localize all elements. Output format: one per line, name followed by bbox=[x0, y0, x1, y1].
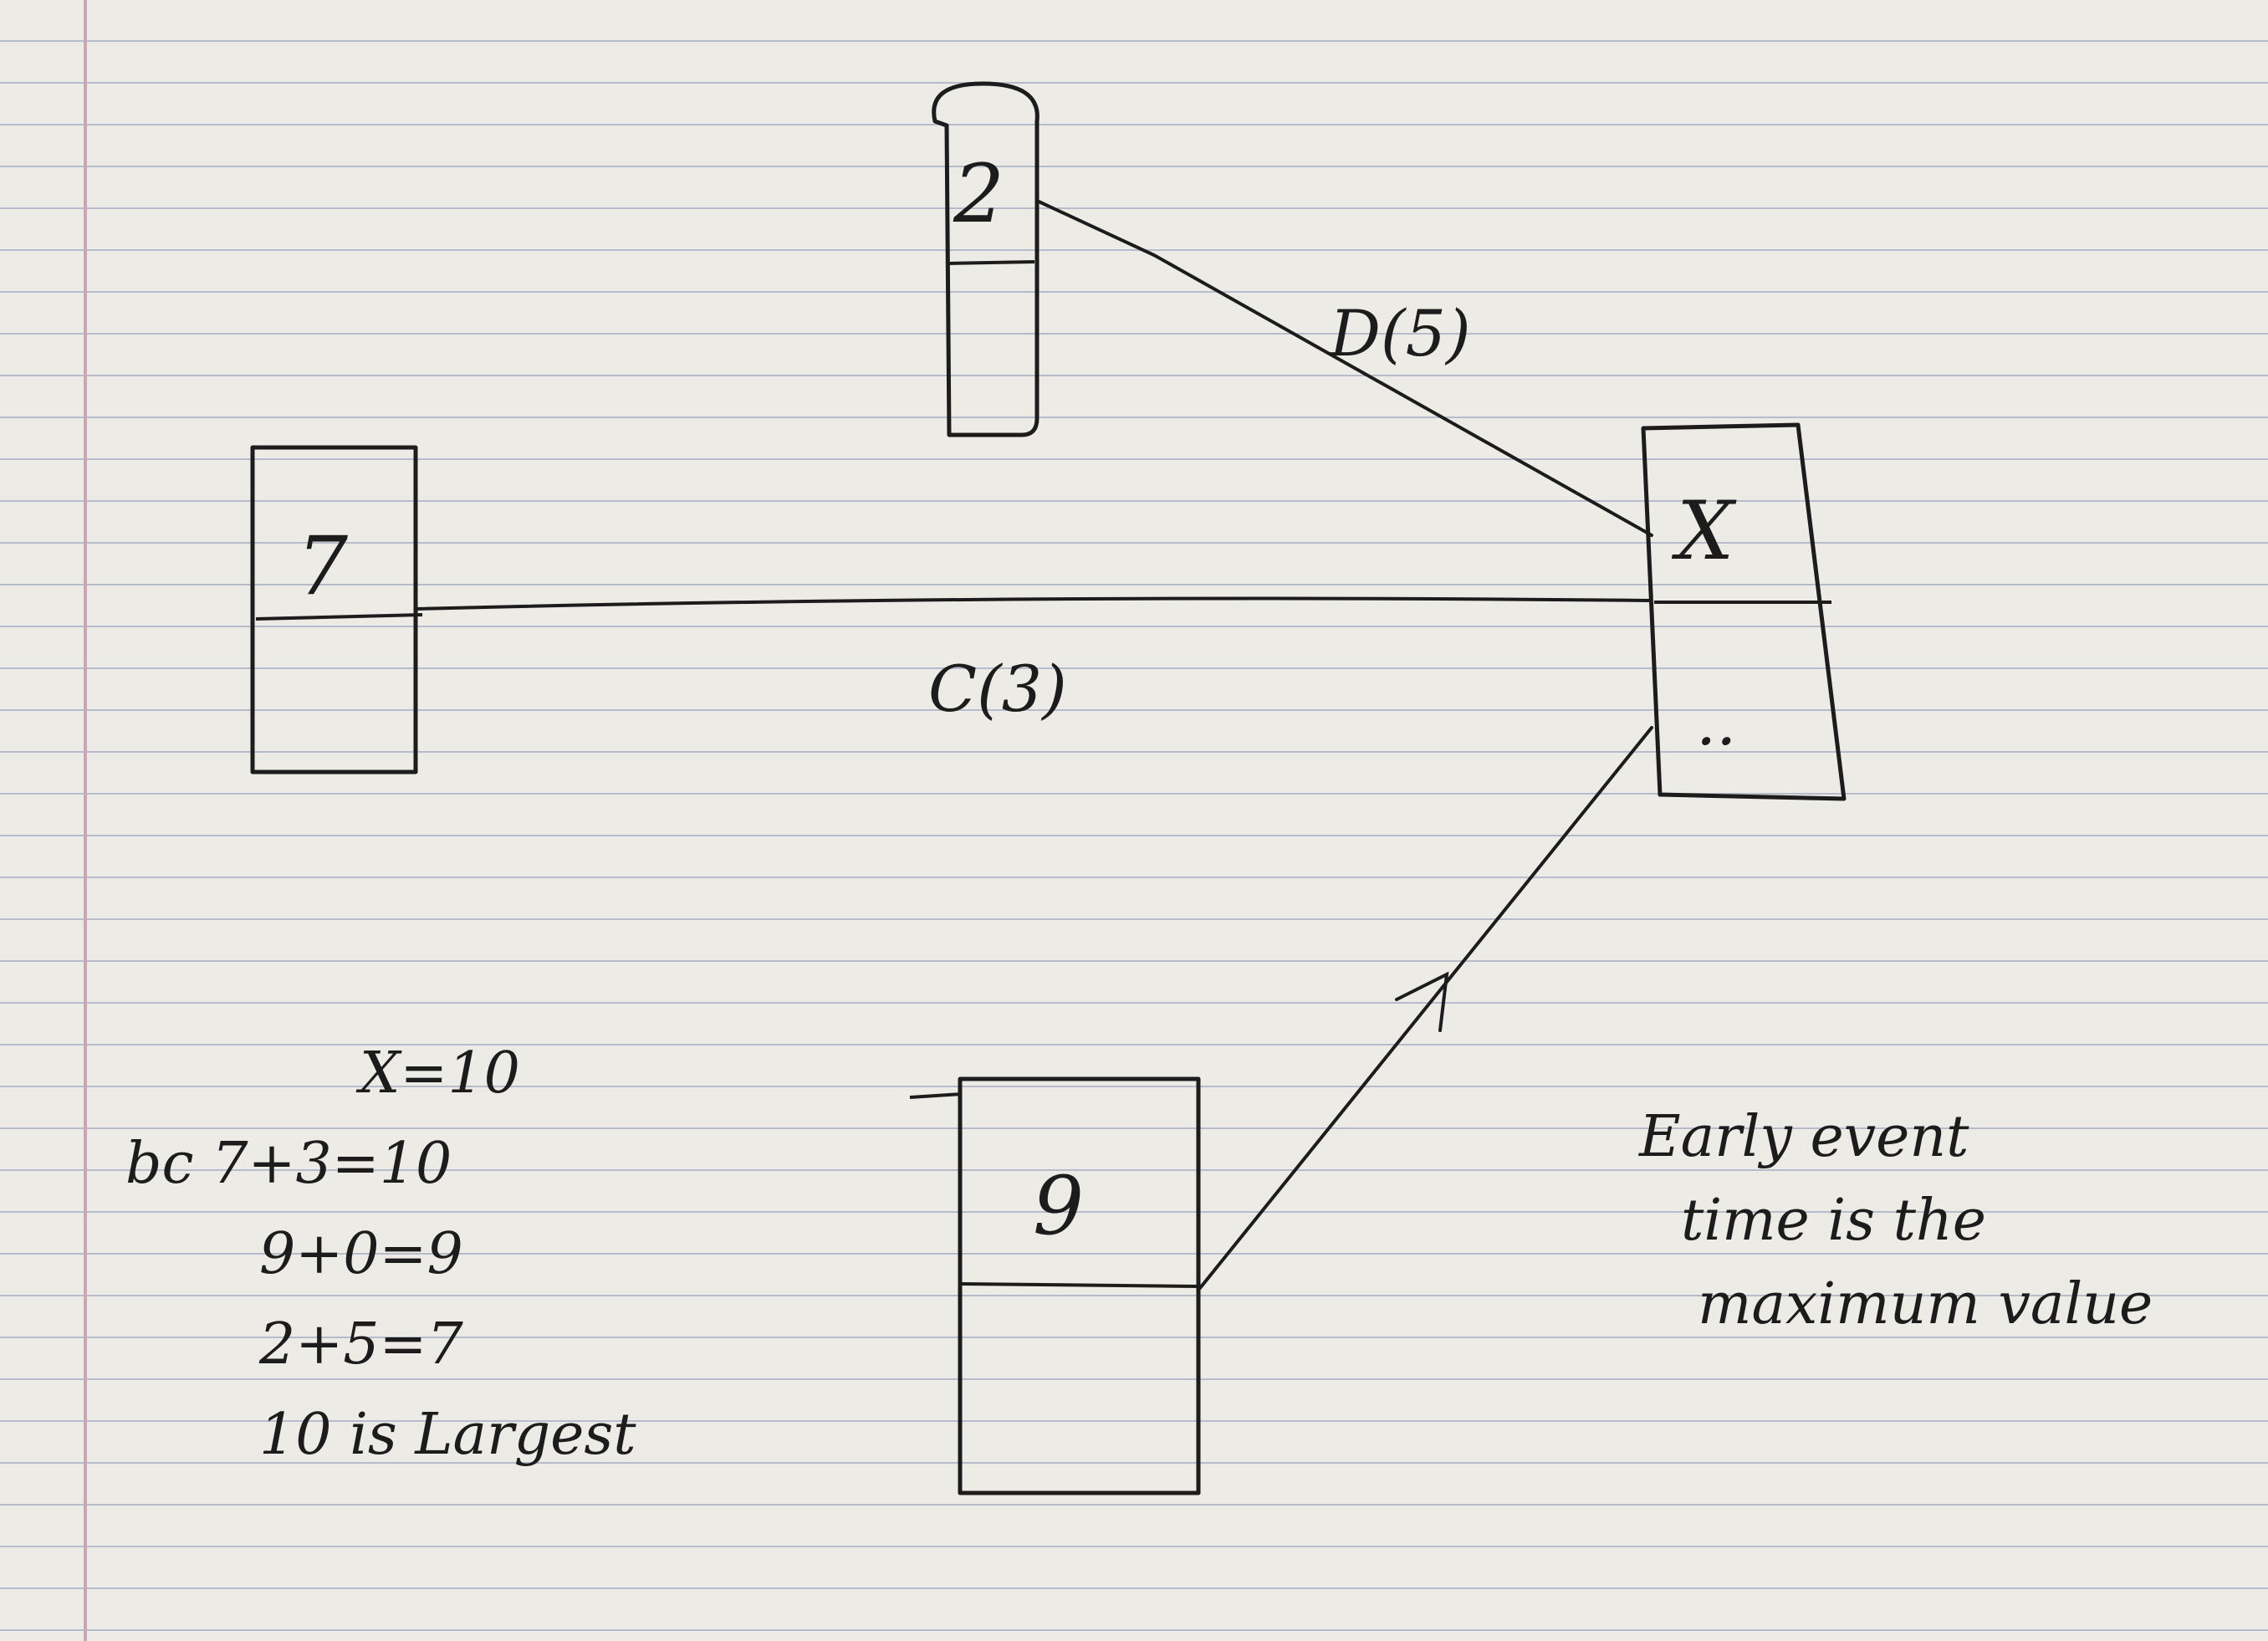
calculation-line: 10 is Largest bbox=[259, 1402, 636, 1468]
explanation-line: Early event bbox=[1639, 1104, 1969, 1170]
node-two: 2 bbox=[932, 81, 1040, 437]
edge-dummy bbox=[1198, 726, 1653, 1290]
explanation-line: maximum value bbox=[1698, 1271, 2153, 1337]
explanation-notes: Early event time is the maximum value bbox=[1639, 1096, 2153, 1347]
node-nine-value: 9 bbox=[1033, 1159, 1084, 1253]
node-nine-divider bbox=[961, 1282, 1198, 1288]
edge-dummy-line bbox=[1198, 726, 1653, 1290]
node-nine-box bbox=[958, 1076, 1201, 1495]
node-seven-divider bbox=[255, 613, 423, 621]
calculation-line: 2+5=7 bbox=[259, 1311, 463, 1378]
explanation-line: time is the bbox=[1681, 1188, 1987, 1254]
node-two-divider bbox=[946, 260, 1035, 265]
edge-d: D(5) bbox=[1035, 199, 1653, 537]
calculation-line: bc 7+3=10 bbox=[125, 1131, 452, 1197]
edge-c-line bbox=[414, 596, 1651, 611]
node-seven: 7 bbox=[250, 445, 423, 774]
node-seven-value: 7 bbox=[297, 519, 348, 613]
node-two-box bbox=[932, 81, 1040, 437]
calculation-title: X=10 bbox=[360, 1040, 520, 1107]
node-x: X .. bbox=[1641, 422, 1847, 801]
calculation-notes: X=10 bc 7+3=10 9+0=9 2+5=7 10 is Largest bbox=[125, 1029, 636, 1480]
node-x-box bbox=[1641, 422, 1847, 801]
edge-c-label: C(3) bbox=[928, 652, 1067, 726]
edge-c: C(3) bbox=[414, 596, 1651, 726]
node-nine-tick bbox=[909, 1092, 963, 1099]
arrowhead-icon bbox=[1395, 971, 1449, 1032]
node-two-value: 2 bbox=[953, 147, 1004, 241]
edge-d-label: D(5) bbox=[1328, 296, 1471, 371]
calculation-line: 9+0=9 bbox=[259, 1221, 463, 1287]
edge-d-line bbox=[1035, 199, 1653, 537]
node-x-value: X bbox=[1671, 484, 1737, 578]
node-nine: 9 bbox=[909, 1076, 1201, 1495]
node-x-lower-value: .. bbox=[1696, 685, 1736, 759]
